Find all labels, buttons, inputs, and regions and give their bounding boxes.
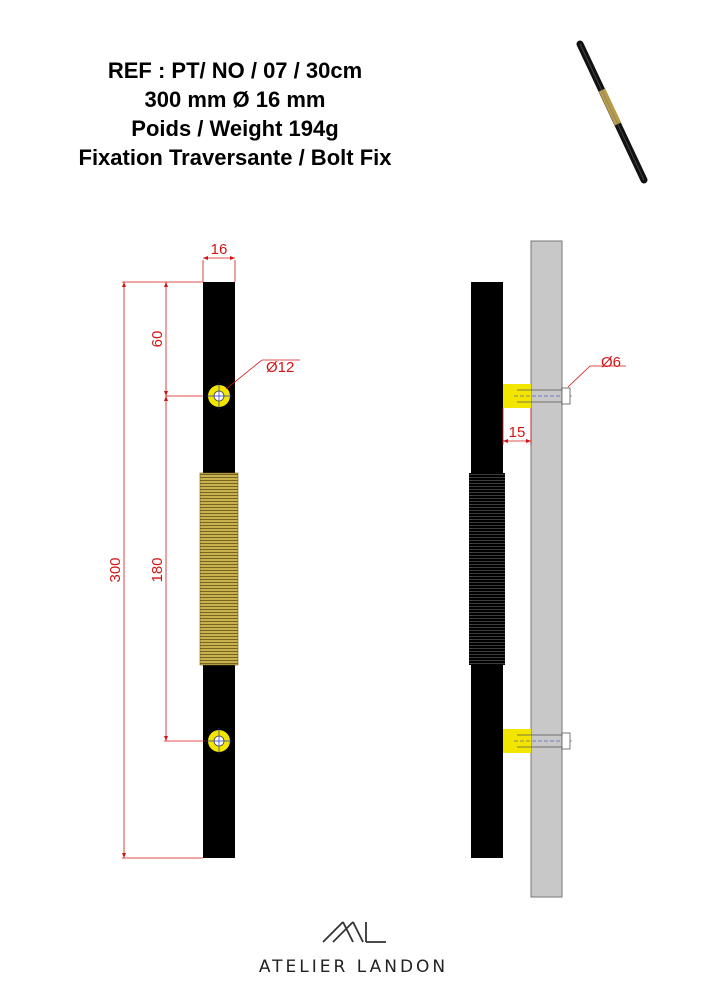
top-hole <box>206 383 232 409</box>
total-length-dimension: 300 <box>107 557 124 582</box>
side-knurled-grip <box>469 473 505 665</box>
front-arrowheads <box>122 256 235 858</box>
side-arrowheads <box>503 439 531 443</box>
bottom-standoff <box>503 729 572 753</box>
front-view: 16 Ø12 60 180 300 <box>107 241 300 859</box>
product-header: REF : PT/ NO / 07 / 30cm 300 mm Ø 16 mm … <box>0 56 470 172</box>
size-line: 300 mm Ø 16 mm <box>144 87 326 112</box>
weight-line: Poids / Weight 194g <box>131 116 339 141</box>
front-dimension-lines <box>122 257 300 859</box>
knurled-grip <box>199 472 239 666</box>
width-dimension: 16 <box>211 241 228 258</box>
side-view: 15 Ø6 <box>469 240 626 898</box>
bottom-hole <box>206 728 232 754</box>
top-standoff <box>503 384 572 408</box>
brand-logo <box>322 921 386 943</box>
door-panel <box>530 240 563 898</box>
brand-name: ATELIER LANDON <box>258 957 449 977</box>
standoff-dimension: 15 <box>509 424 526 441</box>
bolt-diameter-dimension: Ø6 <box>601 354 621 371</box>
fixing-line: Fixation Traversante / Bolt Fix <box>78 145 392 170</box>
product-thumbnail <box>576 40 648 184</box>
reference-line: REF : PT/ NO / 07 / 30cm <box>107 58 363 83</box>
top-offset-dimension: 60 <box>149 331 166 348</box>
hole-spacing-dimension: 180 <box>149 557 166 582</box>
hole-diameter-dimension: Ø12 <box>266 359 294 376</box>
